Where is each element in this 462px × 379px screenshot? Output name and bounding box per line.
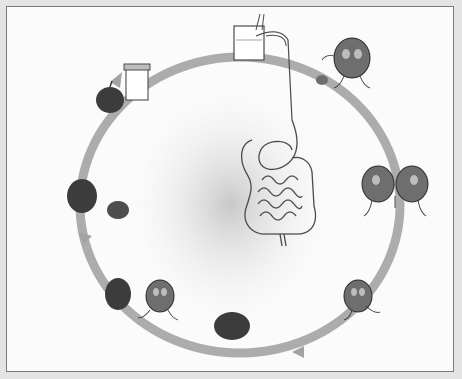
cycle-arrowhead-upper-left [110, 72, 122, 88]
esophagus-tube-inner [266, 35, 286, 46]
fruit-icon [96, 87, 124, 113]
cyst-left-small [107, 201, 129, 219]
cyst-bottom-left [105, 278, 131, 310]
cyst-bottom-center [214, 312, 250, 340]
water-glass-icon [234, 14, 264, 60]
cyst-small-top-right [316, 75, 328, 85]
cyst-left-large [67, 179, 97, 213]
food-jar-icon [124, 64, 150, 100]
